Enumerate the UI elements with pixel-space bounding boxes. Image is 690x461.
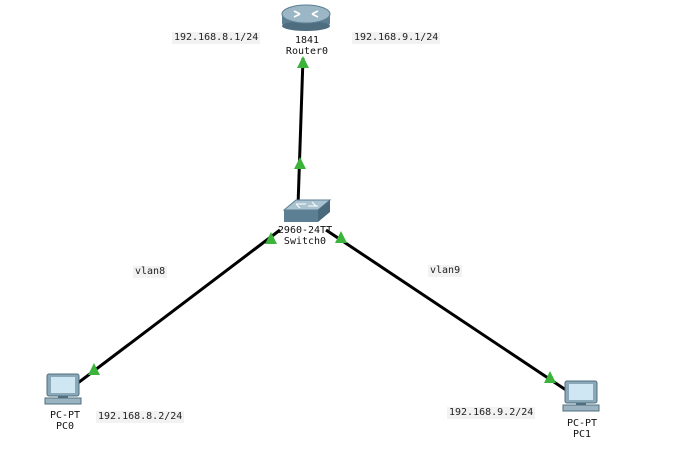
vlan-right-note[interactable]: vlan9 [428, 265, 463, 277]
pc0-name-label: PC0 [55, 421, 75, 432]
link-status-switch-left [265, 232, 277, 244]
router-icon[interactable] [281, 4, 331, 31]
link-status-router-end [297, 56, 309, 68]
switch-name-label: Switch0 [283, 236, 327, 247]
pc0-ip-note[interactable]: 192.168.8.2/24 [96, 411, 185, 423]
link-status-pc0-end [88, 363, 100, 375]
link-status-pc1-end [544, 371, 556, 383]
router-right-ip-note[interactable]: 192.168.9.1/24 [352, 32, 441, 44]
router-left-ip-note[interactable]: 192.168.8.1/24 [172, 32, 261, 44]
router-model-label: 1841 [294, 35, 320, 46]
switch-model-label: 2960-24TT [277, 225, 333, 236]
pc0-model-label: PC-PT [49, 410, 81, 421]
pc0-icon[interactable] [44, 373, 82, 405]
pc1-model-label: PC-PT [566, 418, 598, 429]
link-switch-pc0[interactable] [65, 228, 281, 394]
link-switch-pc1[interactable] [325, 228, 567, 392]
router-name-label: Router0 [285, 46, 329, 57]
pc1-ip-note[interactable]: 192.168.9.2/24 [447, 407, 536, 419]
pc1-icon[interactable] [562, 380, 600, 412]
link-status-switch-top [294, 157, 306, 169]
link-router-switch[interactable] [296, 57, 305, 207]
switch-icon[interactable] [282, 199, 332, 222]
pc1-name-label: PC1 [572, 429, 592, 440]
vlan-left-note[interactable]: vlan8 [133, 266, 168, 278]
link-status-switch-right [335, 231, 347, 243]
